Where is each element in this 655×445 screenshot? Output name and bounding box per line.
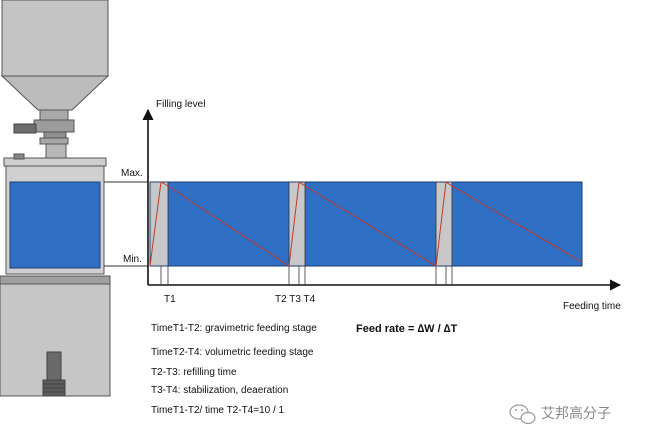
note-line-1: TimeT1-T2: gravimetric feeding stage [151, 323, 317, 334]
filling-level-curve [149, 181, 583, 267]
base-plate [0, 275, 111, 285]
valve-stem [43, 131, 67, 139]
y-axis-label: Filling level [156, 99, 205, 110]
refill-segment-2 [289, 182, 305, 266]
gravimetric-segment-1 [168, 182, 289, 266]
min-label: Min. [123, 254, 142, 265]
valve-actuator [13, 123, 37, 134]
discharge-tube [46, 351, 62, 383]
wechat-icon [509, 404, 536, 425]
note-line-3: T2-T3: refilling time [151, 367, 237, 378]
x-axis-label: Feeding time [563, 301, 621, 312]
lid-knob [13, 153, 25, 160]
wechat-watermark: 艾邦高分子 [509, 404, 611, 425]
max-label: Max. [121, 168, 143, 179]
valve-flange [33, 119, 75, 133]
top-hopper-cone [0, 75, 110, 111]
strip-outline [149, 181, 583, 267]
level-strip [149, 181, 583, 267]
note-line-2: TimeT2-T4: volumetric feeding stage [151, 347, 314, 358]
refill-segment-3 [436, 182, 452, 266]
gravimetric-segment-2 [305, 182, 436, 266]
watermark-text: 艾邦高分子 [541, 405, 611, 422]
top-hopper-body [1, 0, 109, 77]
stage-notes: TimeT1-T2: gravimetric feeding stage Tim… [151, 323, 317, 416]
t1-label: T1 [164, 294, 176, 305]
feeder-illustration [0, 0, 111, 397]
lower-flange [39, 137, 69, 145]
hopper-neck [39, 109, 69, 121]
refill-segment-1 [150, 182, 168, 266]
t2-t3-t4-label: T2 T3 T4 [275, 294, 316, 305]
note-line-4: T3-T4: stabilization, deaeration [151, 385, 288, 396]
note-line-5: TimeT1-T2/ time T2-T4=10 / 1 [151, 405, 285, 416]
material-fill [9, 181, 101, 269]
connector-pipe [45, 143, 67, 159]
feed-rate-formula: Feed rate = ∆W / ∆T [356, 323, 457, 335]
time-marker-ticks [160, 266, 453, 285]
